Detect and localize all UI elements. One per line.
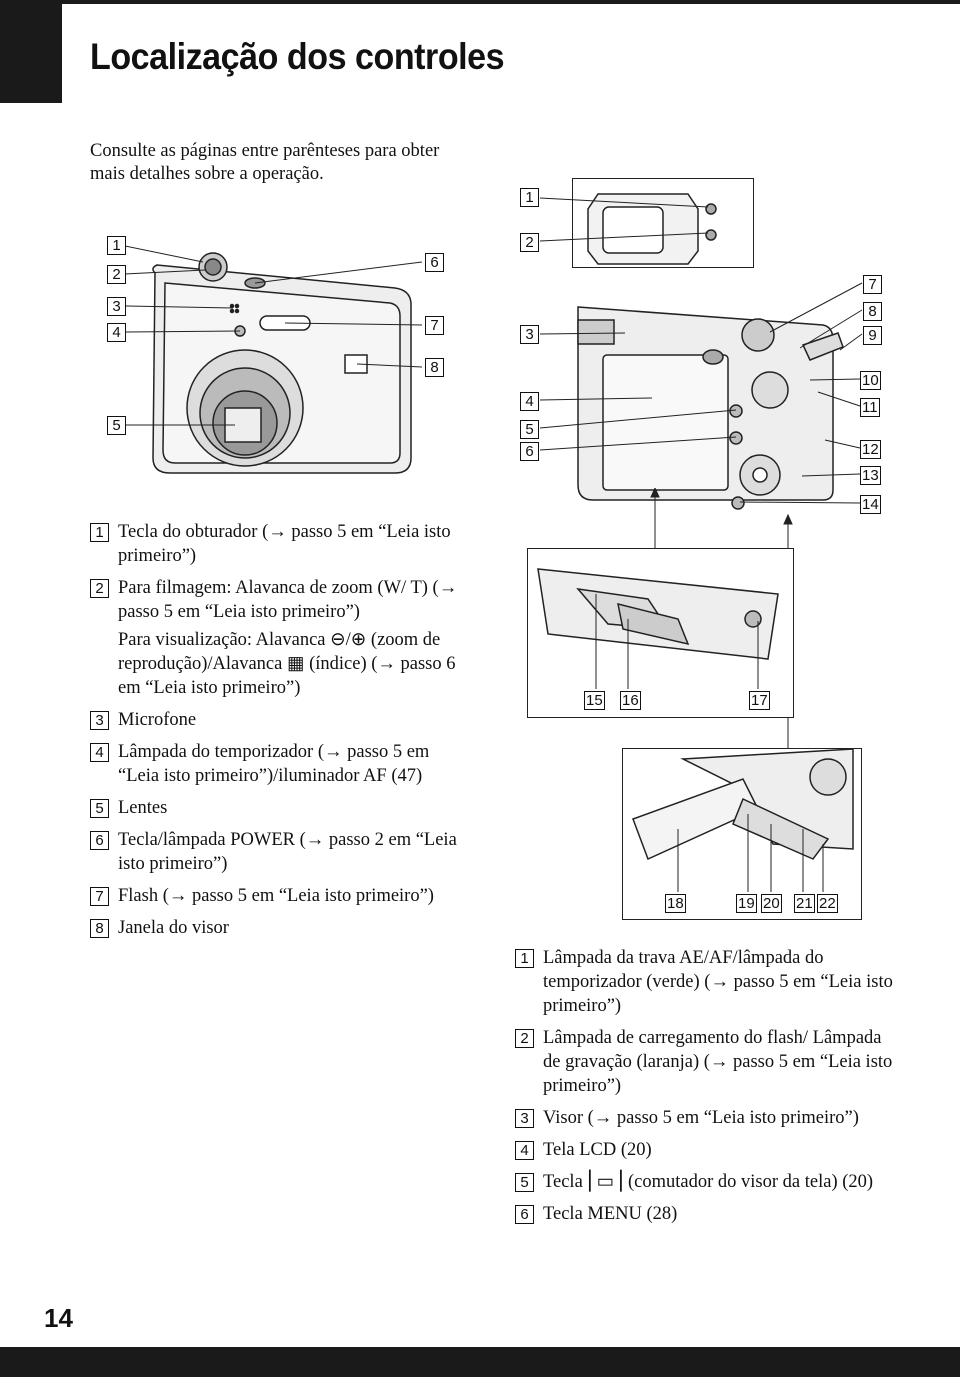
back-callout-2: 2 [520, 233, 539, 252]
back-callout-8: 8 [863, 302, 882, 321]
back-callout-4: 4 [520, 392, 539, 411]
front-camera-illustration [95, 228, 455, 508]
back-leader-lines [540, 282, 863, 504]
list-item: Para visualização: Alavanca ⊖/⊕ (zoom de… [118, 630, 456, 698]
back-callout-6: 6 [520, 442, 539, 461]
back-camera-illustration [548, 285, 848, 515]
bottom-view-illustration [527, 548, 794, 718]
callout-8: 8 [425, 358, 444, 377]
back-callout-3: 3 [520, 325, 539, 344]
callout-6: 6 [425, 253, 444, 272]
bottom-callout-18: 18 [665, 894, 686, 913]
back-callout-1: 1 [520, 188, 539, 207]
back-callout-5: 5 [520, 420, 539, 439]
leader-lines [540, 197, 709, 242]
back-callout-13: 13 [860, 466, 881, 485]
back-callout-12: 12 [860, 440, 881, 459]
callout-1: 1 [107, 236, 126, 255]
intro-text: Consulte as páginas entre parênteses par… [90, 141, 440, 184]
back-callout-9: 9 [863, 326, 882, 345]
back-callout-11: 11 [860, 398, 880, 417]
callout-4: 4 [107, 323, 126, 342]
bottom-callout-20: 20 [761, 894, 782, 913]
back-callout-14: 14 [860, 495, 881, 514]
callout-3: 3 [107, 297, 126, 316]
bottom-callout-15: 15 [584, 691, 605, 710]
footer-bar [0, 1347, 960, 1377]
bottom-callout-16: 16 [620, 691, 641, 710]
bottom-callout-19: 19 [736, 894, 757, 913]
callout-7: 7 [425, 316, 444, 335]
back-callout-10: 10 [860, 371, 881, 390]
top-rule [62, 0, 960, 4]
page-title: Localização dos controles [90, 36, 505, 77]
page-number: 14 [44, 1303, 73, 1333]
callout-2: 2 [107, 265, 126, 284]
bottom-callout-22: 22 [817, 894, 838, 913]
callout-5: 5 [107, 416, 126, 435]
viewfinder-inset [572, 178, 754, 268]
battery-compartment-illustration [622, 748, 862, 920]
bottom-callout-21: 21 [794, 894, 815, 913]
back-callout-7: 7 [863, 275, 882, 294]
section-tab [0, 0, 62, 103]
bottom-callout-17: 17 [749, 691, 770, 710]
